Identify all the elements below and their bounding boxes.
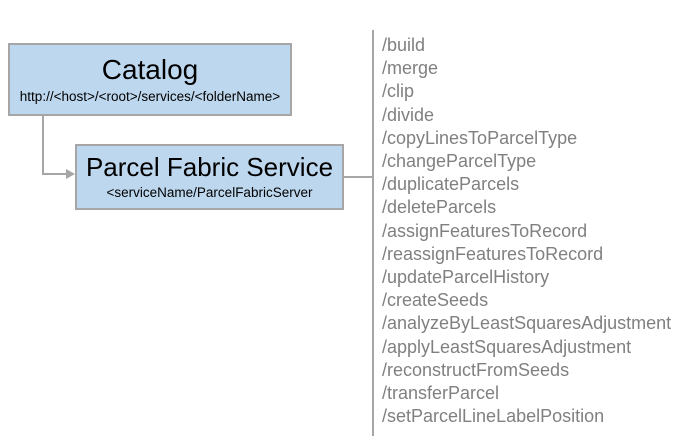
endpoint-item: /duplicateParcels: [382, 174, 520, 195]
connector-service-horizontal: [344, 176, 372, 178]
catalog-url: http://<host>/<root>/services/<folderNam…: [19, 88, 281, 104]
endpoint-item: /divide: [382, 104, 435, 125]
endpoint-item: /applyLeastSquaresAdjustment: [382, 336, 632, 357]
endpoint-item: /build: [382, 35, 426, 55]
endpoint-item: /merge: [382, 58, 439, 79]
endpoint-item: /clip: [382, 81, 415, 102]
endpoint-item: /reassignFeaturesToRecord: [382, 243, 604, 264]
connector-catalog-vertical: [42, 116, 44, 175]
endpoint-item: /changeParcelType: [382, 151, 537, 172]
endpoint-item: /analyzeByLeastSquaresAdjustment: [382, 313, 672, 334]
service-title: Parcel Fabric Service: [85, 151, 334, 182]
endpoint-item: /transferParcel: [382, 383, 500, 404]
parcel-fabric-service-node: Parcel Fabric Service <serviceName/Parce…: [75, 144, 344, 210]
endpoint-item: /copyLinesToParcelType: [382, 127, 578, 148]
endpoint-list: /build/merge/clip/divide/copyLinesToParc…: [382, 34, 671, 428]
endpoint-item: /reconstructFromSeeds: [382, 359, 570, 380]
service-subtitle: <serviceName/ParcelFabricServer: [106, 184, 313, 200]
endpoint-item: /assignFeaturesToRecord: [382, 220, 588, 241]
endpoint-item: /createSeeds: [382, 290, 489, 311]
endpoint-divider-line: [372, 30, 374, 436]
connector-catalog-horizontal: [42, 173, 68, 175]
endpoint-item: /setParcelLineLabelPosition: [382, 406, 605, 427]
endpoint-item: /updateParcelHistory: [382, 267, 550, 288]
catalog-title: Catalog: [101, 54, 199, 86]
endpoint-item: /deleteParcels: [382, 197, 497, 218]
arrow-right-icon: [66, 169, 75, 179]
catalog-node: Catalog http://<host>/<root>/services/<f…: [8, 43, 292, 116]
